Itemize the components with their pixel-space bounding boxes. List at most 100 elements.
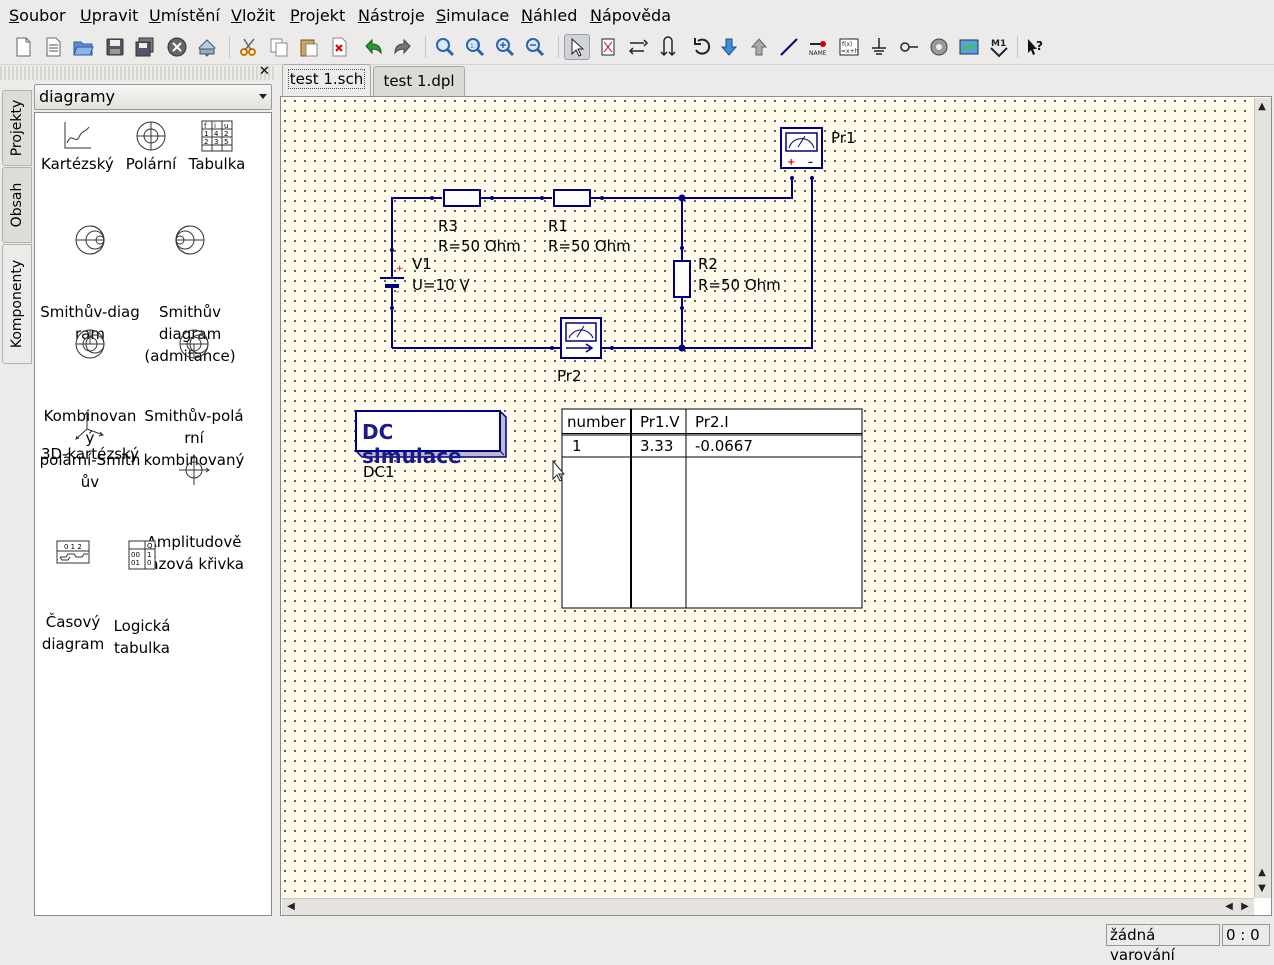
svg-text:1: 1 (147, 551, 151, 559)
scroll-up-icon[interactable]: ▲ (1258, 101, 1266, 112)
tab-komponenty[interactable]: Komponenty (2, 244, 32, 364)
rotate-icon[interactable] (688, 34, 714, 60)
tab-test-1-sch[interactable]: test 1.sch (282, 64, 371, 96)
r3-value: R=50 Ohm (438, 237, 521, 255)
r1-name: R1 (548, 217, 568, 235)
svg-text:f: f (204, 122, 207, 130)
set-marker-icon[interactable]: M1 (986, 34, 1012, 60)
zoom-fit-icon[interactable] (432, 34, 458, 60)
resistor-r3[interactable] (430, 189, 494, 207)
svg-text:M1: M1 (991, 39, 1006, 49)
component-cartesian-3d[interactable]: 3D-kartézský (39, 409, 141, 465)
tab-projekty[interactable]: Projekty (2, 90, 32, 166)
cartesian-3d-icon (75, 411, 104, 440)
svg-text:4: 4 (214, 130, 219, 138)
mirror-y-icon[interactable] (655, 34, 681, 60)
schematic-svg: + - + – (355, 127, 863, 609)
ammeter-probe-pr2[interactable] (550, 317, 614, 359)
copy-icon[interactable] (266, 34, 292, 60)
redo-icon[interactable] (390, 34, 416, 60)
open-folder-icon[interactable] (70, 34, 96, 60)
table-diagram[interactable] (561, 408, 863, 609)
pr2-name: Pr2 (557, 367, 582, 385)
whats-this-help-icon[interactable]: ? (1022, 34, 1048, 60)
scroll-down-icon[interactable]: ▼ (1258, 883, 1266, 894)
simulate-icon[interactable] (926, 34, 952, 60)
component-locus-curve[interactable]: Amplitudově fázová křivka (143, 409, 245, 619)
menu-projekt[interactable]: Projekt (290, 6, 346, 25)
menu-bar: Soubor Upravit Umístění Vložit Projekt N… (0, 0, 1274, 30)
menu-vlozit[interactable]: Vložit (231, 6, 276, 25)
delete-icon[interactable] (326, 34, 352, 60)
wire-icon[interactable] (776, 34, 802, 60)
port-icon[interactable] (896, 34, 922, 60)
menu-simulace[interactable]: Simulace (436, 6, 510, 25)
vertical-scrollbar[interactable]: ▲ ▲ ▼ (1254, 98, 1271, 898)
table-header-pr2i: Pr2.I (695, 413, 729, 431)
tab-obsah[interactable]: Obsah (2, 167, 32, 243)
dc1-name: DC1 (363, 463, 395, 481)
menu-nahled[interactable]: Náhled (521, 6, 578, 25)
print-icon[interactable] (194, 34, 220, 60)
svg-text:2: 2 (204, 138, 208, 146)
menu-nastroje[interactable]: Nástroje (358, 6, 425, 25)
tab-test-1-dpl[interactable]: test 1.dpl (373, 66, 465, 96)
scroll-right-icon[interactable]: ▶ (1241, 901, 1249, 912)
resistor-r2[interactable] (673, 246, 691, 310)
menu-napoveda[interactable]: Nápověda (590, 6, 671, 25)
exit-subcircuit-icon[interactable] (746, 34, 772, 60)
timing-diagram-icon: 0 1 2 (56, 540, 90, 564)
ammeter-probe-pr1[interactable]: + – (780, 127, 823, 180)
edit-properties-icon[interactable] (595, 34, 621, 60)
dock-close-icon[interactable]: ✕ (259, 64, 270, 79)
enter-subcircuit-icon[interactable] (716, 34, 742, 60)
menu-soubor[interactable]: Soubor (9, 6, 66, 25)
horizontal-scrollbar[interactable]: ◀ ◀ ▶ (282, 898, 1254, 915)
component-polar-smith[interactable]: Kombinovan ý polární-Smith ův (39, 283, 141, 537)
smith-icon (75, 225, 105, 255)
resistor-r1[interactable] (540, 189, 604, 207)
document-tab-bar: test 1.sch test 1.dpl (280, 64, 1274, 96)
undo-icon[interactable] (360, 34, 386, 60)
table-header-number: number (567, 413, 626, 431)
component-category-select[interactable]: diagramy (34, 84, 272, 110)
svg-text:1: 1 (204, 130, 208, 138)
scroll-left-icon[interactable]: ◀ (287, 901, 295, 912)
warnings-status: žádná varování (1106, 924, 1220, 964)
zoom-1-1-icon[interactable]: 1:1 (462, 34, 488, 60)
save-icon[interactable] (102, 34, 128, 60)
menu-umisteni[interactable]: Umístění (149, 6, 220, 25)
select-pointer-icon[interactable] (564, 34, 590, 60)
voltage-source-v1[interactable]: + - (380, 248, 404, 310)
dc-simulation-block[interactable] (355, 410, 507, 458)
zoom-in-icon[interactable] (492, 34, 518, 60)
menu-upravit[interactable]: Upravit (80, 6, 139, 25)
component-cartesian[interactable]: Kartézský (41, 119, 114, 175)
table-header-pr1v: Pr1.V (640, 413, 680, 431)
scroll-up-icon-lower[interactable]: ▲ (1258, 867, 1266, 878)
scroll-left-icon-right[interactable]: ◀ (1225, 901, 1233, 912)
paste-icon[interactable] (296, 34, 322, 60)
view-data-display-icon[interactable] (956, 34, 982, 60)
mirror-x-icon[interactable] (625, 34, 651, 60)
new-file-icon[interactable] (10, 34, 36, 60)
close-document-icon[interactable] (164, 34, 190, 60)
save-all-icon[interactable] (132, 34, 158, 60)
dock-title-bar[interactable] (0, 66, 274, 80)
zoom-out-icon[interactable] (522, 34, 548, 60)
equation-icon[interactable]: f(x)=x+h (836, 34, 862, 60)
svg-text:u: u (224, 122, 228, 130)
component-polar[interactable]: Polární (119, 119, 183, 175)
table-cell-pr2i: -0.0667 (695, 437, 753, 455)
component-timing-diagram[interactable]: 0 1 2 Časový diagram (37, 495, 109, 699)
new-text-icon[interactable] (40, 34, 66, 60)
schematic-canvas[interactable]: + - + – (282, 98, 1254, 898)
ground-icon[interactable] (866, 34, 892, 60)
wire-label-icon[interactable]: NAME (806, 34, 832, 60)
cut-icon[interactable] (236, 34, 262, 60)
polar-smith-icon (75, 329, 105, 359)
pr1-name: Pr1 (831, 129, 856, 147)
